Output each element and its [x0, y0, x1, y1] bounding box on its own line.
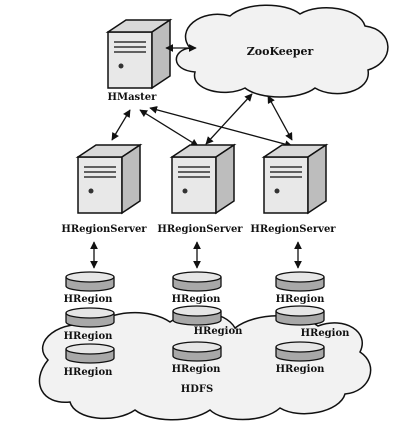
region-label: HRegion	[301, 328, 351, 339]
region-label: HRegion	[64, 294, 114, 305]
region-disk-icon	[275, 305, 325, 326]
region-disk-icon	[65, 343, 115, 364]
region-disk-icon	[65, 271, 115, 292]
regionserver-2-label: HRegionServer	[157, 224, 243, 235]
region-label: HRegion	[276, 294, 326, 305]
region-disk-icon	[172, 341, 222, 362]
zookeeper-cloud	[175, 4, 389, 98]
hmaster-server-icon	[107, 19, 171, 89]
region-disk-icon	[65, 307, 115, 328]
region-label: HRegion	[276, 364, 326, 375]
hmaster-to-regionserver-2-connector	[139, 109, 199, 147]
region-label: HRegion	[172, 294, 222, 305]
region-disk-icon	[275, 341, 325, 362]
regionserver-3-icon	[263, 144, 327, 214]
hmaster-to-regionserver-1-connector	[111, 109, 131, 141]
regionserver-2-icon	[171, 144, 235, 214]
zookeeper-to-regionserver-2-connector	[205, 93, 253, 145]
region-disk-icon	[172, 305, 222, 326]
region-label: HRegion	[64, 367, 114, 378]
hdfs-cloud	[38, 312, 372, 421]
region-label: HRegion	[172, 364, 222, 375]
regionserver-3-label: HRegionServer	[250, 224, 336, 235]
regionserver-1-icon	[77, 144, 141, 214]
zookeeper-to-regionserver-3-connector	[267, 95, 293, 141]
region-disk-icon	[172, 271, 222, 292]
hmaster-label: HMaster	[108, 92, 158, 103]
region-label: HRegion	[194, 326, 244, 337]
regionserver-1-label: HRegionServer	[61, 224, 147, 235]
zookeeper-label: ZooKeeper	[247, 45, 314, 58]
region-disk-icon	[275, 271, 325, 292]
hdfs-label: HDFS	[181, 384, 213, 395]
region-label: HRegion	[64, 331, 114, 342]
